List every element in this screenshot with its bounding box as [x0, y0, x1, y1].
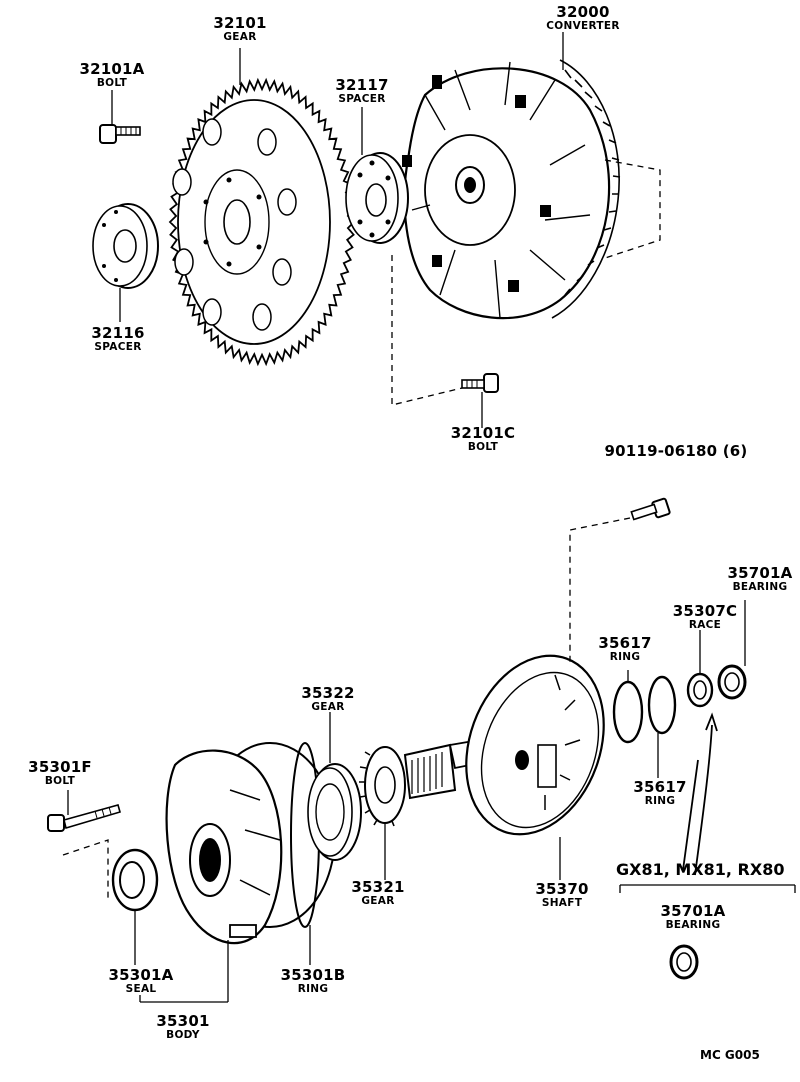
part-name: SHAFT — [541, 897, 583, 909]
part-number: 32000 — [556, 3, 610, 21]
part-number: 35701A — [660, 902, 726, 920]
leader-lines — [67, 32, 796, 1003]
part-number: 32117 — [335, 76, 389, 94]
figure-code: MC G005 — [700, 1048, 760, 1062]
torque-converter-icon — [402, 59, 621, 320]
spacer-32116-icon — [92, 203, 159, 289]
part-name: RING — [644, 795, 676, 807]
part-name: RING — [297, 983, 329, 995]
part-number: 35617 — [598, 634, 652, 652]
part-number: 32101A — [79, 60, 145, 78]
part-name: BEARING — [665, 919, 721, 931]
part-number: 35370 — [535, 880, 589, 898]
part-name: BOLT — [467, 441, 499, 453]
part-name: GEAR — [361, 895, 395, 907]
part-name: RING — [609, 651, 641, 663]
seal-35301a-icon — [111, 848, 159, 912]
bolt-32101c-icon — [461, 373, 499, 393]
part-number: 35301A — [108, 966, 174, 984]
part-name: GEAR — [311, 701, 345, 713]
bolt-32101a-icon — [99, 124, 141, 144]
part-number: 35307C — [672, 602, 738, 620]
part-number: 35701A — [727, 564, 793, 582]
part-name: BOLT — [44, 775, 76, 787]
race-35307c-icon — [686, 672, 714, 708]
part-name: SEAL — [125, 983, 157, 995]
part-number: 32101 — [213, 14, 267, 32]
part-name: CONVERTER — [546, 20, 620, 32]
part-number: 32101C — [450, 424, 516, 442]
ring-35617-icon — [612, 675, 677, 744]
part-number: 32116 — [91, 324, 145, 342]
bearing-35701a-bottom-icon — [669, 944, 699, 980]
part-name: GEAR — [223, 31, 257, 43]
stator-shaft-icon — [403, 654, 605, 836]
part-number: 35321 — [351, 878, 405, 896]
drive-gear-35321-icon — [359, 746, 406, 827]
part-name: BODY — [166, 1029, 200, 1041]
model-applicability: GX81, MX81, RX80 — [616, 860, 785, 879]
part-name: SPACER — [338, 93, 386, 105]
part-number: 90119-06180 (6) — [604, 442, 748, 460]
driven-gear-35322-icon — [307, 763, 362, 861]
spacer-32117-icon — [345, 152, 409, 244]
part-number: 35322 — [301, 684, 355, 702]
part-number: 35301B — [280, 966, 346, 984]
bearing-35701a-top-icon — [717, 664, 747, 700]
label-90119-06180: 90119-06180 (6) — [605, 444, 748, 459]
part-name: SPACER — [94, 341, 142, 353]
part-number: 35617 — [633, 778, 687, 796]
part-name: BOLT — [96, 77, 128, 89]
bolt-90119-icon — [630, 497, 671, 521]
bolt-35301f-icon — [47, 804, 121, 832]
part-name: BEARING — [732, 581, 788, 593]
part-number: 35301 — [156, 1012, 210, 1030]
dashed-alignment-lines — [62, 159, 661, 900]
part-number: 35301F — [28, 758, 92, 776]
ring-gear-icon — [168, 77, 356, 367]
pump-body-icon — [165, 742, 336, 945]
part-name: RACE — [688, 619, 722, 631]
